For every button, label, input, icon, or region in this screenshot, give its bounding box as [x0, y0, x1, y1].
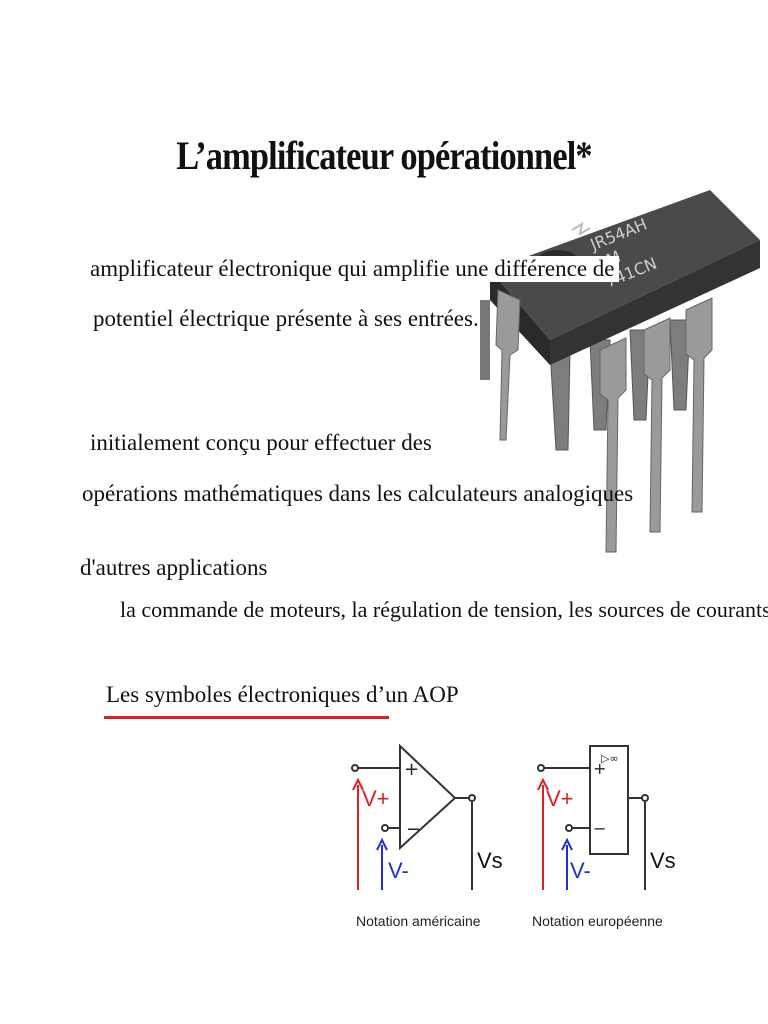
american-plus-sign: +	[404, 759, 419, 780]
op-amp-chip-image: JR54AH LM 741CN	[480, 190, 760, 553]
definition-line-1: amplificateur électronique qui amplifie …	[90, 256, 619, 282]
page-title: L’amplificateur opérationnel*	[176, 133, 592, 178]
american-minus-sign: −	[406, 819, 421, 840]
american-opamp-symbol: + −	[351, 743, 476, 890]
european-caption: Notation européenne	[532, 913, 663, 929]
usage-line-2: opérations mathématiques dans les calcul…	[82, 481, 634, 506]
european-plus-sign: +	[593, 759, 606, 778]
american-v-out: Vs	[477, 848, 503, 873]
european-minus-sign: −	[593, 819, 606, 838]
definition-line-2: potentiel électrique présente à ses entr…	[93, 306, 479, 331]
european-v-minus: V-	[570, 858, 591, 883]
european-opamp-symbol: + − ▷∞	[537, 745, 649, 890]
european-v-plus: V+	[546, 786, 574, 811]
applications-detail: la commande de moteurs, la régulation de…	[120, 597, 768, 622]
symbols-heading: Les symboles électroniques d’un AOP	[106, 682, 459, 707]
symbols-heading-underline	[104, 716, 389, 719]
american-v-plus: V+	[362, 786, 390, 811]
european-infinity-mark: ▷∞	[601, 752, 619, 765]
american-caption: Notation américaine	[356, 913, 481, 929]
european-v-out: Vs	[650, 848, 676, 873]
usage-line-1: initialement conçu pour effectuer des	[90, 430, 432, 455]
applications-heading: d'autres applications	[80, 555, 268, 580]
american-v-minus: V-	[388, 858, 409, 883]
